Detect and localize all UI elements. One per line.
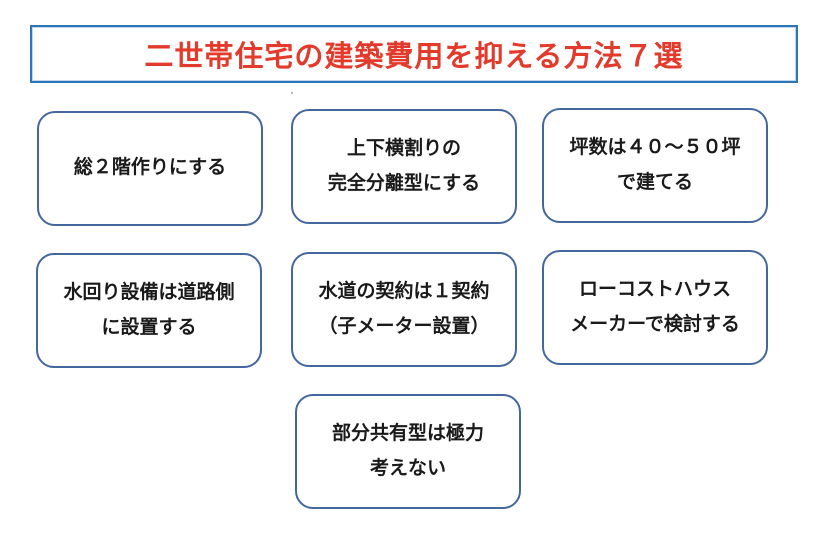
title-box: 二世帯住宅の建築費用を抑える方法７選	[30, 25, 798, 83]
card-text-line: 上下横割りの	[346, 138, 461, 160]
card-text-line: 総２階作りにする	[73, 157, 227, 179]
card-text-line: ローコストハウス	[578, 279, 731, 301]
method-card-water-contract: 水道の契約は１契約 （子メーター設置）	[291, 252, 517, 367]
card-text-line: 考えない	[369, 457, 446, 479]
page-title: 二世帯住宅の建築費用を抑える方法７選	[144, 41, 684, 73]
card-text-line: メーカーで検討する	[570, 313, 740, 335]
method-card-floor-area: 坪数は４０〜５０坪 で建てる	[542, 108, 768, 223]
method-card-full-two-story: 総２階作りにする	[37, 111, 263, 226]
card-text-line: 水道の契約は１契約	[318, 281, 490, 303]
method-card-lowcost-maker: ローコストハウス メーカーで検討する	[542, 250, 768, 365]
stray-mark-artifact: '	[291, 91, 293, 102]
card-text-line: 部分共有型は極力	[331, 423, 484, 445]
method-card-plumbing-roadside: 水回り設備は道路側 に設置する	[36, 253, 262, 368]
method-card-avoid-partial-share: 部分共有型は極力 考えない	[295, 394, 521, 509]
method-card-horizontal-split: 上下横割りの 完全分離型にする	[291, 109, 517, 224]
card-text-line: で建てる	[616, 171, 693, 193]
card-text-line: 完全分離型にする	[327, 172, 481, 194]
card-text-line: 水回り設備は道路側	[63, 282, 235, 304]
card-text-line: （子メーター設置）	[318, 315, 490, 337]
card-text-line: 坪数は４０〜５０坪	[569, 137, 741, 159]
card-text-line: に設置する	[101, 316, 197, 338]
